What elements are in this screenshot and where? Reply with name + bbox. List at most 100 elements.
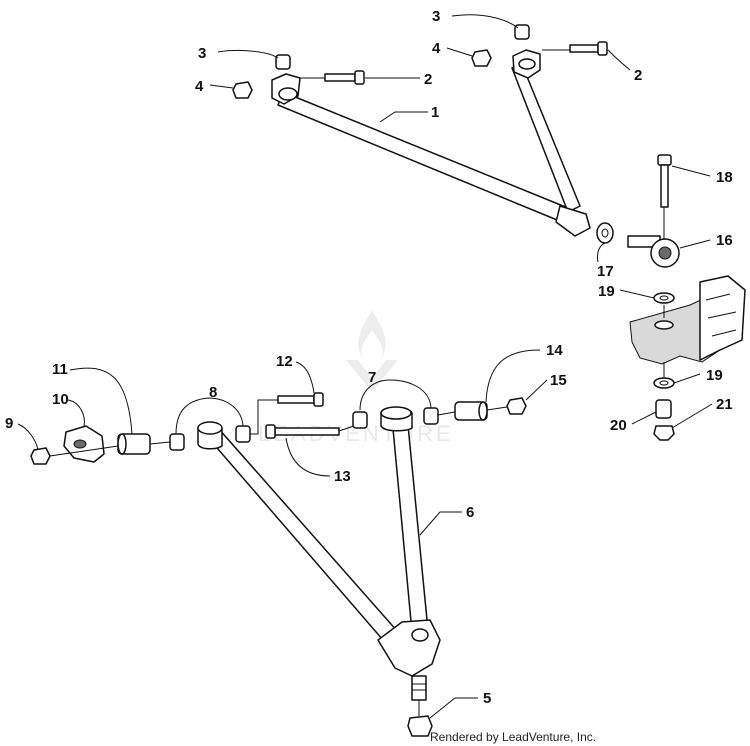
callout-3-front: 3	[198, 45, 206, 62]
sleeve-body	[655, 399, 672, 419]
washer-ring	[653, 292, 675, 304]
rear-pivot-axis-line	[486, 406, 508, 411]
bushing-14	[454, 401, 488, 421]
bolt-2-front	[300, 70, 365, 85]
leader-1	[379, 111, 428, 123]
spacer-ring	[596, 222, 614, 244]
hex-nut-icon	[30, 447, 51, 465]
cam-bracket-10	[63, 425, 105, 463]
upper-bushing-front	[275, 54, 291, 70]
upper-arm-ball-joint-housing	[555, 205, 591, 237]
hex-nut-icon	[232, 81, 253, 99]
hex-nut-icon	[653, 425, 675, 441]
callout-9: 9	[5, 415, 13, 432]
bushing-11	[117, 433, 151, 455]
bushing-8-a	[169, 433, 185, 451]
callout-8: 8	[209, 384, 217, 401]
leader-4-rear	[446, 47, 473, 57]
rod-end-16	[627, 235, 680, 268]
lower-arm-rear-tube	[391, 414, 429, 633]
upper-a-arm	[271, 49, 591, 237]
leader-4-front	[209, 84, 234, 89]
spacer-17	[596, 222, 614, 244]
front-pivot-bore	[278, 87, 298, 101]
callout-15: 15	[550, 372, 567, 389]
ball-joint-stud	[411, 675, 427, 701]
hex-nut-icon	[506, 397, 527, 415]
nut-4-rear	[471, 49, 492, 67]
washer-bore	[659, 380, 669, 386]
bolt-head	[597, 41, 608, 56]
callout-16: 16	[716, 232, 733, 249]
hex-nut-icon	[471, 49, 492, 67]
callout-19-bottom: 19	[706, 367, 723, 384]
bushing-3-rear	[514, 24, 530, 40]
leader-17	[597, 242, 606, 263]
callout-19-top: 19	[598, 283, 615, 300]
leader-3-rear	[451, 14, 519, 29]
bolt-shank	[660, 164, 669, 208]
flame-logo-icon	[358, 310, 386, 362]
leader-16	[679, 239, 711, 249]
callout-12: 12	[276, 353, 293, 370]
cam-bracket-hole	[73, 439, 87, 449]
bushing-end	[478, 401, 488, 421]
sleeve-20	[655, 399, 672, 419]
callout-4-front: 4	[195, 78, 204, 95]
bolt-shank	[324, 73, 356, 82]
callout-17: 17	[597, 263, 614, 280]
callout-10: 10	[52, 391, 69, 408]
bushing-3-front	[275, 54, 291, 70]
callout-labels: 1 2 2 3 3 4 4 5 6 7 8 9 10 11 12 13 14 1…	[5, 8, 733, 707]
leader-14	[485, 349, 541, 403]
bushing-body	[352, 411, 368, 429]
leader-19-bottom	[673, 373, 701, 384]
callout-6: 6	[466, 504, 474, 521]
bolt-shank	[277, 395, 315, 404]
leader-2-rear	[607, 49, 631, 71]
leader-15	[525, 379, 548, 401]
callout-21: 21	[716, 396, 733, 413]
callout-18: 18	[716, 169, 733, 186]
nut-9	[30, 447, 51, 465]
rear-pivot-bore	[518, 58, 536, 70]
bushing-7-a	[352, 411, 368, 429]
front-pivot-axis-line	[149, 441, 171, 445]
leader-20	[631, 411, 657, 425]
v-logo-icon	[346, 360, 398, 392]
leader-18	[671, 165, 711, 177]
rear-pivot-axis-line	[437, 411, 456, 416]
leader-8	[175, 397, 244, 435]
washer-19-top	[653, 292, 675, 304]
front-pivot-axis-line	[49, 445, 119, 457]
leader-9	[17, 423, 39, 451]
lower-arm-front-tube	[204, 427, 399, 641]
callout-11: 11	[52, 361, 68, 378]
bolt-axis-line	[250, 399, 278, 435]
bolt-2-rear	[542, 41, 608, 56]
bushing-body	[235, 425, 251, 443]
leader-13	[285, 437, 331, 477]
bolt-head	[313, 392, 324, 407]
leader-5	[429, 697, 478, 719]
callout-1: 1	[431, 104, 439, 121]
leader-7	[359, 379, 432, 411]
rod-end-ball	[658, 246, 672, 260]
bushing-body	[423, 407, 439, 425]
lower-rear-pivot-bore	[380, 406, 412, 420]
leader-6	[419, 511, 462, 536]
bolt-head	[354, 70, 365, 85]
leader-10	[67, 399, 85, 427]
leader-21	[671, 403, 713, 429]
callout-4-rear: 4	[432, 40, 441, 57]
leader-3-front	[217, 49, 279, 59]
callout-5: 5	[483, 690, 491, 707]
ball-joint-bore	[411, 628, 429, 642]
nut-21	[653, 425, 675, 441]
lower-a-arm	[197, 406, 441, 716]
knuckle-upright	[699, 275, 746, 361]
callout-20: 20	[610, 417, 627, 434]
bolt-12	[250, 392, 324, 435]
nut-4-front	[232, 81, 253, 99]
